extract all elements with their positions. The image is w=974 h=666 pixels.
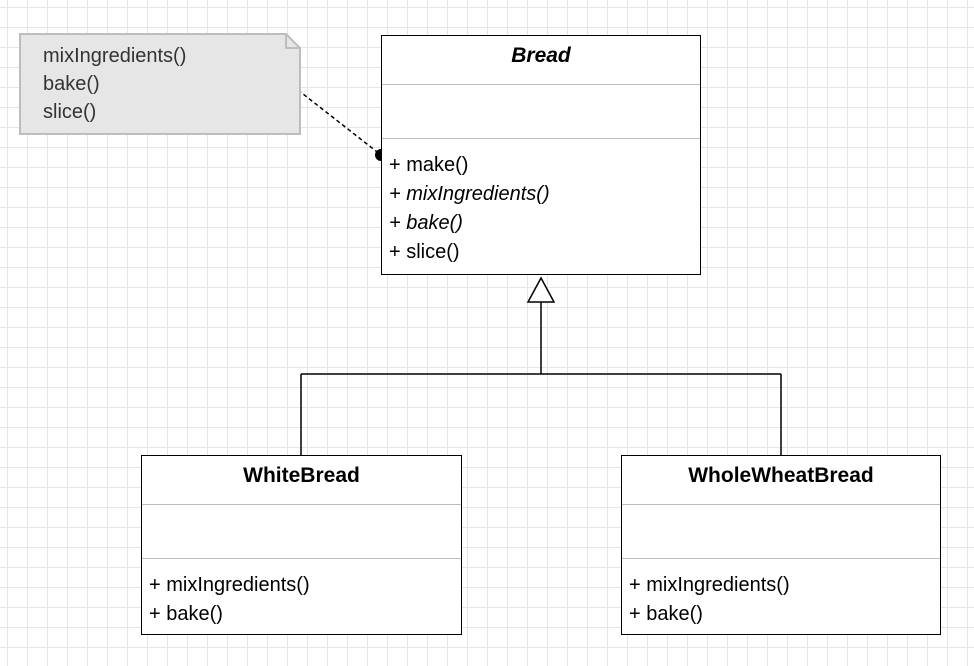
attributes-divider (382, 84, 700, 85)
method-mix-ingredients: + mixIngredients() (149, 574, 310, 596)
method-bake: + bake() (629, 603, 703, 625)
methods-list: + mixIngredients() + bake() (142, 571, 461, 629)
note-line: mixIngredients() (43, 45, 187, 67)
class-bread[interactable]: Bread + make() + mixIngredients() + bake… (381, 35, 701, 275)
note[interactable]: mixIngredients() bake() slice() (19, 33, 301, 135)
methods-divider (622, 558, 940, 559)
class-name: WholeWheatBread (688, 464, 874, 487)
note-line: bake() (43, 73, 100, 95)
note-line: slice() (43, 101, 97, 123)
class-name: Bread (511, 44, 571, 67)
method-bake: + bake() (149, 603, 223, 625)
class-name: WhiteBread (243, 464, 360, 487)
class-white-bread[interactable]: WhiteBread + mixIngredients() + bake() (141, 455, 462, 635)
methods-list: + make() + mixIngredients() + bake() + s… (382, 151, 700, 267)
note-body-shape (19, 33, 301, 135)
methods-divider (382, 138, 700, 139)
method-mix-ingredients: + mixIngredients() (629, 574, 790, 596)
note-folded-corner (285, 34, 300, 49)
generalization-arrowhead (526, 276, 556, 303)
attributes-divider (142, 504, 461, 505)
note-shape (19, 33, 301, 135)
methods-list: + mixIngredients() + bake() (622, 571, 940, 629)
method-slice: + slice() (389, 241, 460, 263)
note-anchor-line (297, 89, 382, 156)
attributes-divider (622, 504, 940, 505)
methods-divider (142, 558, 461, 559)
method-make: + make() (389, 154, 469, 176)
note-text: mixIngredients() bake() slice() (43, 42, 186, 126)
method-mix-ingredients: + mixIngredients() (389, 183, 550, 205)
class-wholewheat-bread[interactable]: WholeWheatBread + mixIngredients() + bak… (621, 455, 941, 635)
method-bake: + bake() (389, 212, 463, 234)
